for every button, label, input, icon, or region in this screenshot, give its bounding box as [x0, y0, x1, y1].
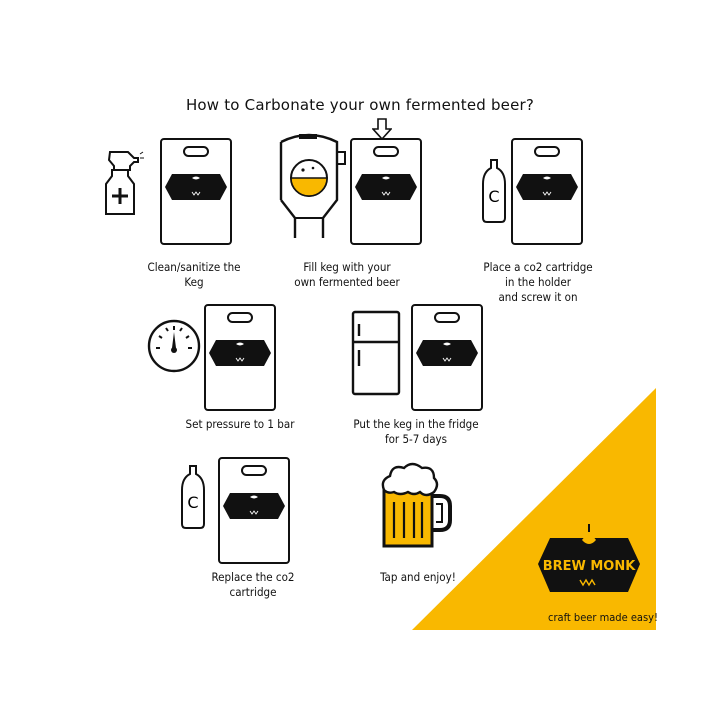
- spray-bottle-icon: [105, 151, 144, 215]
- brand-tagline: craft beer made easy!: [548, 611, 658, 624]
- brand-name: BREW MONK: [543, 559, 637, 574]
- step-7-caption: Tap and enjoy!: [380, 570, 456, 584]
- co2-letter: C: [488, 187, 499, 206]
- co2-cartridge-icon: C: [482, 159, 506, 223]
- keg-icon: [511, 138, 583, 245]
- step-4-caption: Set pressure to 1 bar: [185, 417, 295, 431]
- pressure-gauge-icon: [147, 319, 201, 373]
- page-title: How to Carbonate your own fermented beer…: [185, 96, 535, 114]
- keg-icon: [218, 457, 290, 564]
- co2-cartridge-icon: C: [181, 465, 205, 529]
- keg-icon: [350, 138, 422, 245]
- keg-icon: [204, 304, 276, 411]
- fridge-icon: [351, 310, 401, 396]
- beer-mug-icon: [381, 462, 452, 548]
- brand-logo: BREW MONK: [538, 524, 640, 592]
- keg-icon: [411, 304, 483, 411]
- down-arrow-icon: [372, 118, 392, 140]
- keg-icon: [160, 138, 232, 245]
- fermenter-icon: [279, 133, 346, 238]
- co2-letter: C: [187, 493, 198, 512]
